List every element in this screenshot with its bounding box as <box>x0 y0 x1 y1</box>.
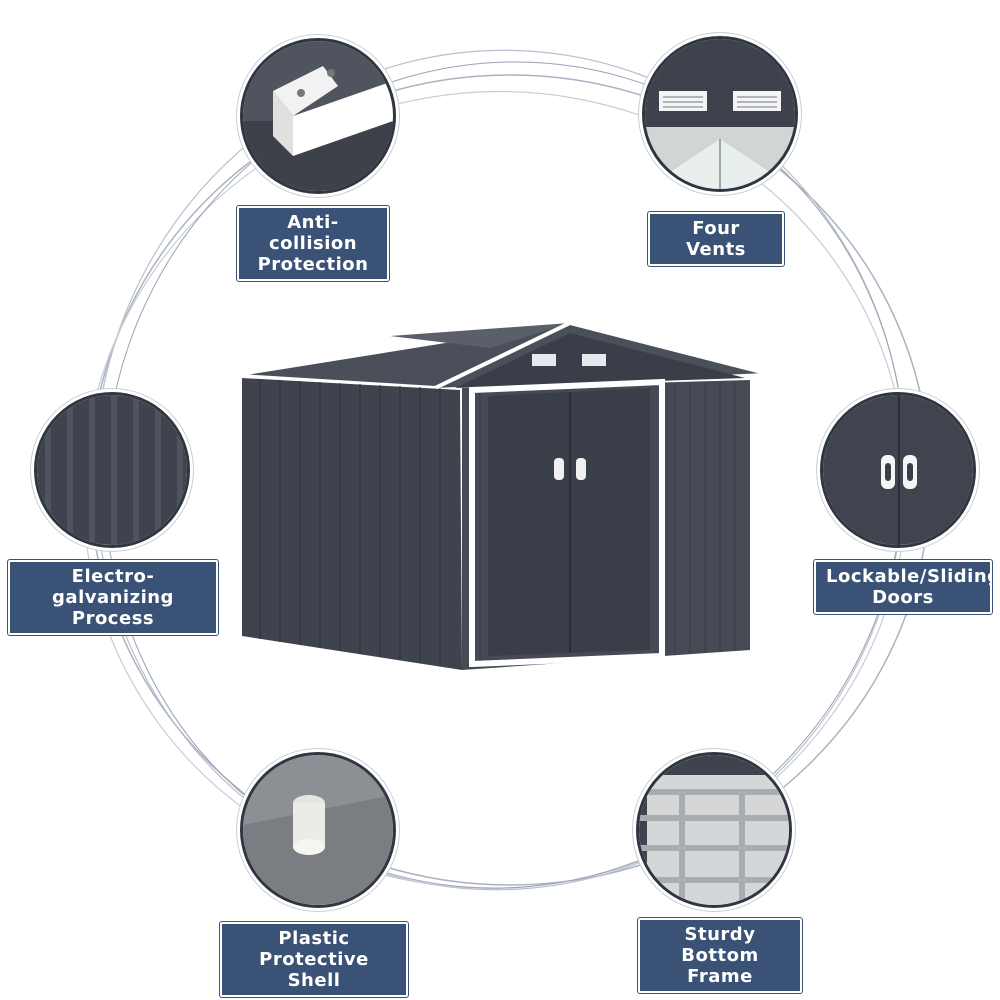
corner-bracket-icon <box>243 41 393 191</box>
four-vents-image <box>642 36 798 192</box>
lockable-doors-image <box>820 392 976 548</box>
plastic-shell-image <box>240 752 396 908</box>
plastic-cap-icon <box>243 755 393 905</box>
electro-galvanizing-image <box>34 392 190 548</box>
vent-icon <box>645 39 795 189</box>
bottom-frame-image <box>636 752 792 908</box>
floor-frame-icon <box>639 755 789 905</box>
anti-collision-image <box>240 38 396 194</box>
four-vents-label: Four Vents <box>647 211 785 267</box>
door-handle-icon <box>823 395 973 545</box>
panel-ribs-icon <box>37 395 187 545</box>
shed-image <box>230 318 770 678</box>
